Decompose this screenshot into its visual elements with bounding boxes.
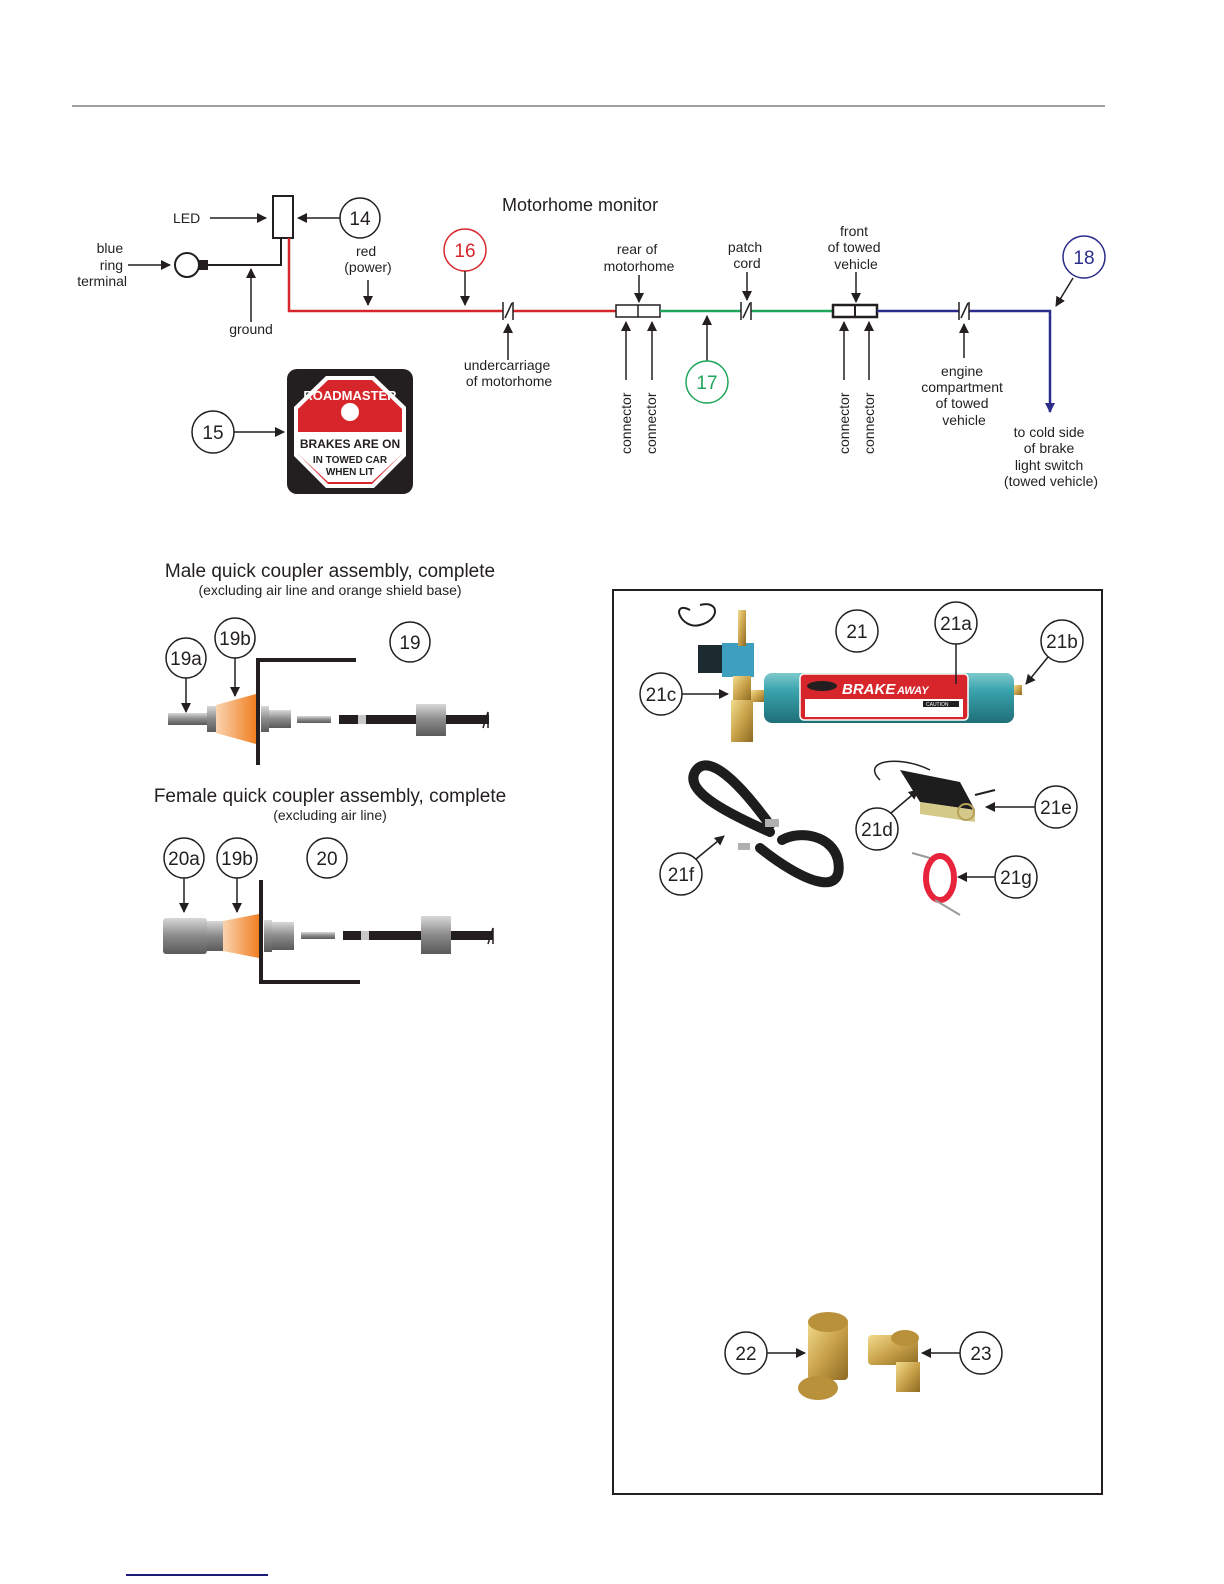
sticker-line1: BRAKES ARE ON: [300, 437, 400, 451]
patch-cord-label: patch cord: [728, 239, 766, 271]
ground-wire: [208, 238, 282, 266]
connector-label: connector: [861, 392, 877, 454]
female-coupler-subtitle: (excluding air line): [273, 807, 387, 823]
svg-text:15: 15: [202, 423, 223, 444]
header-rule: [72, 105, 1105, 107]
cold-side-label: to cold side of brake light switch (towe…: [1004, 424, 1098, 489]
svg-text:19b: 19b: [221, 849, 253, 870]
connector-label: connector: [643, 392, 659, 454]
undercarriage-label: undercarriage of motorhome: [464, 357, 554, 389]
svg-text:18: 18: [1073, 248, 1094, 269]
callout-14: 14: [339, 197, 381, 239]
svg-text:19b: 19b: [219, 629, 251, 650]
red-power-wire: [287, 238, 503, 313]
svg-text:19a: 19a: [170, 649, 202, 670]
female-coupler-assembly: [163, 880, 494, 984]
svg-text:20: 20: [316, 849, 337, 870]
callout-18: 18: [1062, 235, 1106, 279]
sticker-line3: WHEN LIT: [326, 467, 374, 478]
svg-text:14: 14: [349, 209, 371, 230]
svg-text:19: 19: [399, 633, 420, 654]
male-coupler-subtitle: (excluding air line and orange shield ba…: [198, 582, 462, 598]
connector-label: connector: [836, 392, 852, 454]
male-coupler-assembly: [168, 658, 489, 765]
diagram-title: Motorhome monitor: [502, 195, 658, 215]
connector-label: connector: [618, 392, 634, 454]
callout-19b-female: 19b: [216, 837, 258, 879]
ground-label: ground: [229, 321, 273, 337]
female-coupler-title: Female quick coupler assembly, complete: [153, 786, 507, 807]
rear-of-motorhome-label: rear of motorhome: [604, 241, 675, 274]
engine-compartment-label: engine compartment of towed vehicle: [921, 363, 1007, 428]
ring-terminal-icon: [174, 252, 200, 278]
brakeaway-parts-panel: [612, 589, 1103, 1495]
male-coupler-title: Male quick coupler assembly, complete: [164, 561, 496, 582]
led-indicator: [272, 195, 294, 239]
front-of-towed-label: front of towed vehicle: [828, 223, 885, 272]
callout-17: 17: [685, 360, 729, 404]
svg-text:20a: 20a: [168, 849, 200, 870]
svg-text:16: 16: [454, 241, 475, 262]
callout-19a: 19a: [165, 637, 207, 679]
wiring-diagram: Motorhome monitor LED 14 blue ring termi…: [77, 195, 1106, 494]
footer-link-underline[interactable]: [126, 1574, 268, 1576]
callout-19: 19: [389, 621, 431, 663]
callout-15: 15: [191, 410, 235, 454]
callout-19b: 19b: [214, 617, 256, 659]
blue-ring-terminal-label: blue ring terminal: [77, 240, 127, 289]
sticker-brand: ROADMASTER: [303, 388, 397, 403]
roadmaster-sticker: ROADMASTER BRAKES ARE ON IN TOWED CAR WH…: [287, 369, 413, 494]
red-power-label: red (power): [344, 243, 391, 275]
svg-text:17: 17: [696, 373, 717, 394]
callout-16: 16: [443, 228, 487, 272]
led-label: LED: [173, 210, 200, 226]
callout-20: 20: [306, 837, 348, 879]
callout-20a: 20a: [163, 837, 205, 879]
sticker-line2: IN TOWED CAR: [313, 455, 388, 466]
